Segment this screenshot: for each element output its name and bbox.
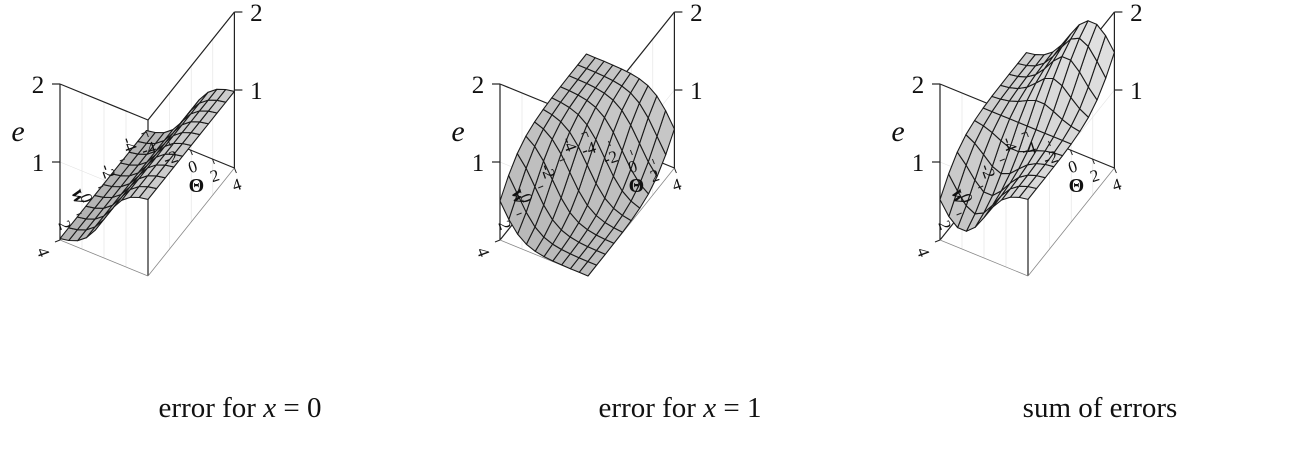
theta-tick-label: 4 xyxy=(1110,174,1124,195)
z-right-tick-label: 2 xyxy=(1130,0,1143,27)
box-floor-edge xyxy=(1027,167,1115,277)
w-tick-label: 4 xyxy=(33,245,54,260)
theta-tick-label: 4 xyxy=(670,174,684,195)
theta-tick xyxy=(673,167,677,174)
w-tick-label: 2 xyxy=(494,218,515,232)
w-tick xyxy=(1021,131,1027,135)
theta-tick-label: 4 xyxy=(230,174,244,195)
box-floor-edge xyxy=(939,239,1029,277)
box-top-edge-back xyxy=(59,83,149,121)
w-tick xyxy=(494,239,501,243)
box-floor-edge xyxy=(59,239,149,277)
w-tick xyxy=(934,239,941,243)
box-top-edge-side xyxy=(147,11,235,121)
z-right-tick-label: 1 xyxy=(690,78,703,105)
theta-tick-label: -2 xyxy=(601,147,620,169)
theta-tick xyxy=(1091,158,1095,165)
theta-tick xyxy=(651,158,655,165)
w-tick xyxy=(516,212,522,216)
w-tick-label: -4 xyxy=(118,134,141,154)
theta-tick-label: 0 xyxy=(186,156,200,177)
theta-tick xyxy=(1025,131,1029,138)
theta-tick-label: -2 xyxy=(161,147,180,169)
w-axis-label: w xyxy=(507,187,532,207)
w-tick-label: -4 xyxy=(558,134,581,154)
z-right-tick-label: 2 xyxy=(690,0,703,27)
theta-tick xyxy=(607,140,611,147)
theta-tick-label: -4 xyxy=(139,137,159,160)
w-axis-label: w xyxy=(947,187,972,207)
theta-tick-label: -2 xyxy=(1041,147,1060,169)
theta-tick xyxy=(145,131,149,138)
theta-tick-label: -4 xyxy=(1019,137,1039,160)
z-axis-label: e xyxy=(891,115,904,148)
z-left-tick-label: 1 xyxy=(472,150,485,177)
box-floor-edge xyxy=(147,167,235,277)
surface-patch xyxy=(137,130,156,144)
theta-tick-label: 2 xyxy=(208,165,222,186)
theta-tick xyxy=(1047,140,1051,147)
caption-panel-3: sum of errors xyxy=(1022,392,1178,424)
z-left-tick-label: 2 xyxy=(32,72,45,99)
w-tick-label: 4 xyxy=(913,245,934,260)
w-tick xyxy=(538,185,544,189)
w-tick xyxy=(98,185,104,189)
theta-axis-label: Θ xyxy=(629,175,645,197)
z-axis-label: e xyxy=(11,115,24,148)
w-tick xyxy=(999,158,1005,162)
w-tick xyxy=(956,212,962,216)
w-tick-label: -2 xyxy=(97,161,120,181)
theta-tick-label: -4 xyxy=(579,137,599,160)
theta-tick xyxy=(211,158,215,165)
w-tick-label: 2 xyxy=(934,218,955,232)
w-tick-label: -2 xyxy=(537,161,560,181)
w-tick xyxy=(76,212,82,216)
z-axis-label: e xyxy=(451,115,464,148)
z-left-tick-label: 1 xyxy=(912,150,925,177)
w-tick xyxy=(54,239,61,243)
z-left-tick-label: 1 xyxy=(32,150,45,177)
z-right-tick-label: 1 xyxy=(1130,78,1143,105)
theta-tick xyxy=(1113,167,1117,174)
theta-tick xyxy=(189,149,193,156)
theta-tick xyxy=(585,131,589,138)
surface-patch xyxy=(577,53,596,70)
theta-axis-label: Θ xyxy=(189,175,205,197)
w-tick-label: 4 xyxy=(473,245,494,260)
z-left-tick-label: 2 xyxy=(472,72,485,99)
z-right-tick-label: 2 xyxy=(250,0,263,27)
w-tick xyxy=(141,131,147,135)
z-right-tick-label: 1 xyxy=(250,78,263,105)
w-tick-label: -2 xyxy=(977,161,1000,181)
surface-patch xyxy=(1017,52,1036,67)
z-left-tick-label: 2 xyxy=(912,72,925,99)
theta-tick-label: 0 xyxy=(1066,156,1080,177)
theta-tick xyxy=(167,140,171,147)
w-tick xyxy=(119,158,125,162)
w-tick xyxy=(978,185,984,189)
w-tick xyxy=(581,131,587,135)
theta-tick xyxy=(233,167,237,174)
theta-tick xyxy=(629,149,633,156)
w-tick xyxy=(559,158,565,162)
caption-panel-1: error for x = 0 xyxy=(158,392,322,424)
theta-tick-label: 2 xyxy=(1088,165,1102,186)
caption-panel-2: error for x = 1 xyxy=(598,392,762,424)
w-tick-label: -4 xyxy=(998,134,1021,154)
theta-axis-label: Θ xyxy=(1069,175,1085,197)
theta-tick xyxy=(1069,149,1073,156)
w-axis-label: w xyxy=(66,187,91,207)
